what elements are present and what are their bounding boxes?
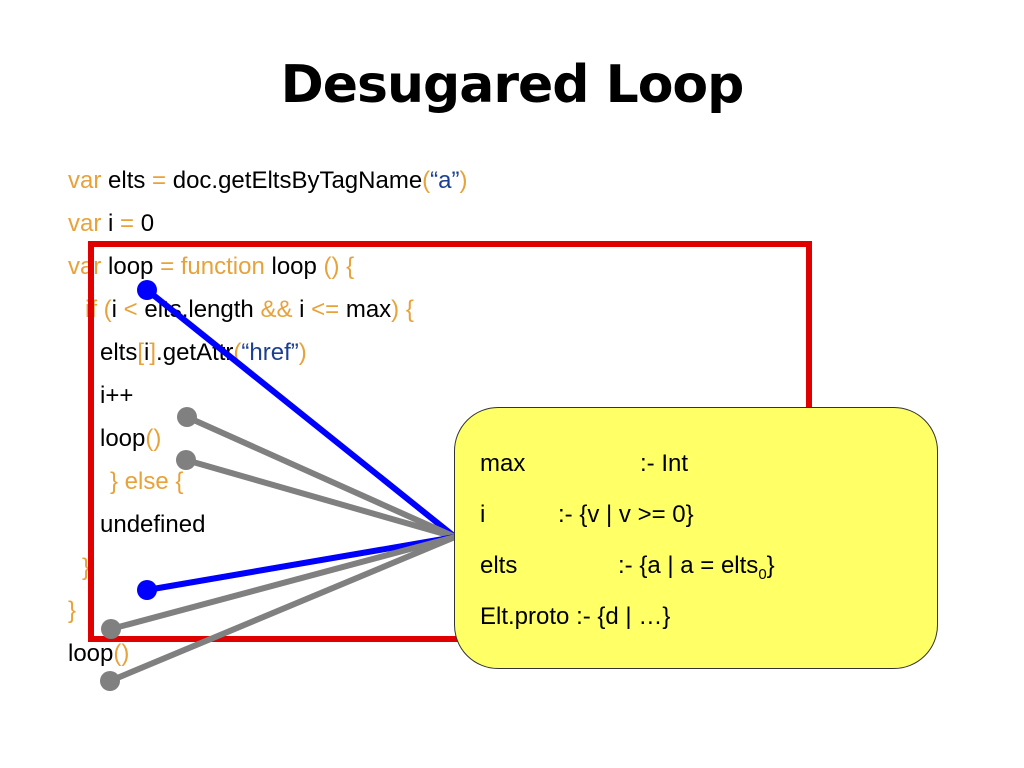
- env-type-main: :- {a | a = elts: [618, 552, 759, 579]
- statement: undefined: [100, 511, 206, 538]
- env-type: :- Int: [640, 450, 689, 477]
- operator: <: [123, 296, 138, 323]
- env-key: Elt.proto: [480, 603, 570, 630]
- code-line-9: undefined: [100, 510, 205, 540]
- condition-part: i: [292, 296, 312, 323]
- keyword-var: var: [68, 210, 102, 237]
- identifier: loop: [101, 253, 161, 280]
- identifier: i: [101, 210, 121, 237]
- pointer-dot-gray: [177, 407, 197, 427]
- env-key: max: [480, 450, 526, 477]
- string-literal: “a”: [430, 167, 460, 194]
- subscript: 0: [758, 565, 767, 583]
- env-type-close: }: [766, 552, 775, 579]
- type-environment-card: max :- Int i :- {v | v >= 0} elts :- {a …: [454, 407, 938, 669]
- code-line-1: var elts = doc.getEltsByTagName(“a”): [68, 166, 468, 196]
- identifier: loop: [68, 640, 114, 667]
- operator: =: [120, 210, 135, 237]
- identifier: loop: [100, 425, 146, 452]
- pointer-dot-gray: [176, 450, 196, 470]
- env-type: :- {d | …}: [576, 603, 671, 630]
- keyword-else: } else {: [110, 468, 184, 495]
- code-line-10: }: [82, 553, 90, 583]
- statement: i++: [100, 382, 134, 409]
- pointer-line-blue: [144, 287, 458, 540]
- code-line-2: var i = 0: [68, 209, 154, 239]
- pointer-line-blue: [144, 534, 458, 593]
- operator: =: [152, 167, 167, 194]
- pointer-dot-blue: [137, 280, 157, 300]
- punctuation: }: [82, 554, 91, 581]
- keyword-var: var: [68, 253, 102, 280]
- code-line-12: loop(): [68, 639, 129, 669]
- bracket: [: [137, 339, 145, 366]
- paren: (): [145, 425, 162, 452]
- env-row-elt-proto: Elt.proto :- {d | …}: [480, 603, 670, 631]
- operator: <=: [311, 296, 340, 323]
- number-literal: 0: [134, 210, 155, 237]
- pointer-line-gray: [183, 457, 458, 540]
- punctuation: }: [68, 597, 77, 624]
- operator: =: [160, 253, 175, 280]
- paren: (: [422, 167, 431, 194]
- keyword-function: function: [174, 253, 265, 280]
- operator: &&: [260, 296, 293, 323]
- paren: ): [459, 167, 468, 194]
- identifier: elts: [101, 167, 153, 194]
- paren: ): [298, 339, 307, 366]
- paren: (: [233, 339, 242, 366]
- condition-part: i: [111, 296, 124, 323]
- pointer-dot-gray: [101, 619, 121, 639]
- string-literal: “href”: [241, 339, 299, 366]
- env-key: i: [480, 501, 486, 528]
- punctuation: ) {: [391, 296, 414, 323]
- pointer-dot-blue: [137, 580, 157, 600]
- env-type: :- {v | v >= 0}: [558, 501, 694, 528]
- env-key: elts: [480, 552, 518, 579]
- pointer-line-gray: [107, 534, 458, 684]
- keyword-var: var: [68, 167, 102, 194]
- punctuation: () {: [323, 253, 355, 280]
- pointer-line-gray: [108, 534, 458, 632]
- code-line-8: } else {: [110, 467, 183, 497]
- condition-part: max: [339, 296, 392, 323]
- bracket: ]: [149, 339, 157, 366]
- index: i: [144, 339, 150, 366]
- code-line-6: i++: [100, 381, 133, 411]
- code-line-11: }: [68, 596, 76, 626]
- pointer-dot-gray: [100, 671, 120, 691]
- expression: doc.getEltsByTagName: [166, 167, 423, 194]
- slide-title: Desugared Loop: [280, 55, 745, 115]
- code-line-3: var loop = function loop () {: [68, 252, 354, 282]
- identifier: loop: [264, 253, 324, 280]
- identifier: elts: [100, 339, 138, 366]
- env-type: :- {a | a = elts0}: [618, 552, 775, 583]
- paren: (): [113, 640, 130, 667]
- code-line-7: loop(): [100, 424, 161, 454]
- pointer-line-gray: [184, 414, 458, 540]
